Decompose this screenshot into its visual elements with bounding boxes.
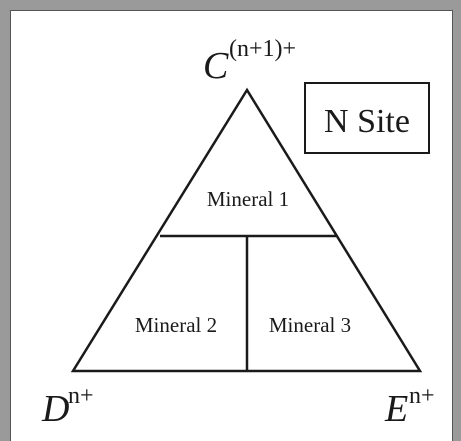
- vertex-label-bottom-left: D n+: [41, 383, 94, 430]
- region-label-mineral-1: Mineral 1: [207, 187, 289, 211]
- vertex-label-bottom-right: E n+: [384, 383, 435, 430]
- region-label-mineral-3: Mineral 3: [269, 313, 351, 337]
- vertex-top-charge: (n+1)+: [229, 36, 296, 62]
- vertex-top-symbol: C: [203, 45, 229, 87]
- vertex-bottom-left-charge: n+: [68, 383, 94, 409]
- region-label-mineral-2: Mineral 2: [135, 313, 217, 337]
- site-label: N Site: [324, 103, 410, 140]
- frame-right-border: [453, 10, 461, 441]
- vertex-bottom-right-symbol: E: [384, 388, 408, 430]
- frame-top-border: [0, 0, 461, 10]
- vertex-label-top: C (n+1)+: [203, 36, 296, 87]
- vertex-bottom-left-symbol: D: [41, 388, 69, 430]
- vertex-bottom-right-charge: n+: [409, 383, 435, 409]
- frame-left-border: [0, 10, 10, 441]
- diagram-canvas: [10, 10, 453, 441]
- site-label-box: [304, 82, 430, 154]
